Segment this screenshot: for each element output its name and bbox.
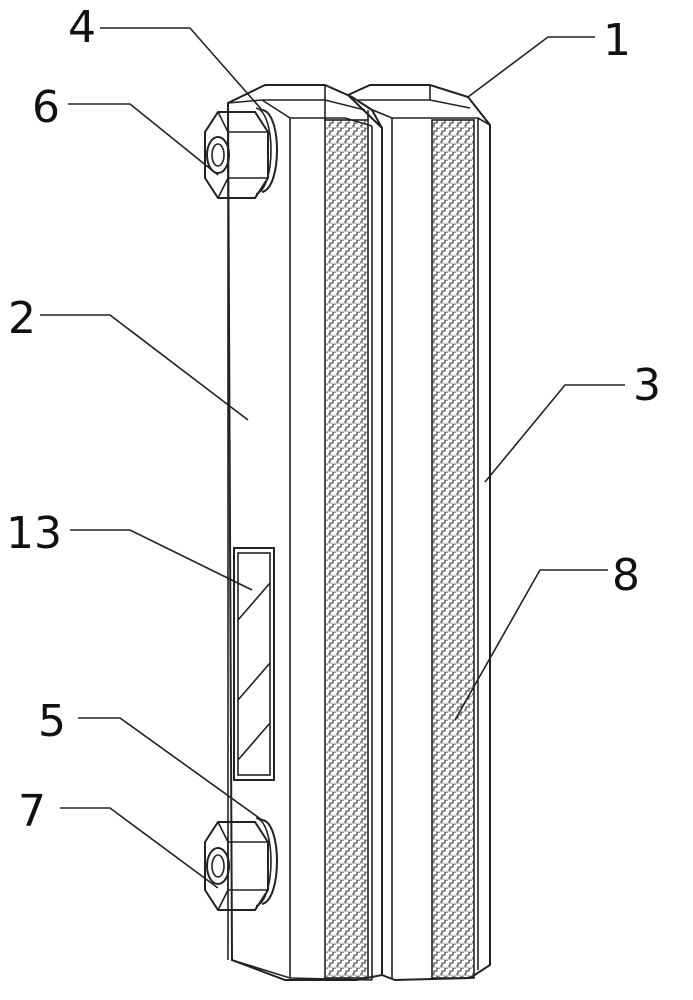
left-heat-strip	[324, 119, 369, 979]
bottom-fitting	[204, 817, 278, 911]
top-fitting	[204, 107, 278, 199]
leader-2	[40, 314, 249, 421]
leader-5	[78, 717, 263, 821]
leader-8	[454, 569, 608, 721]
right-fin-section	[346, 84, 491, 982]
leader-7	[60, 807, 219, 889]
leader-1	[467, 36, 595, 98]
label-5: 5	[38, 696, 66, 747]
label-8: 8	[612, 550, 640, 601]
label-6: 6	[32, 82, 60, 133]
label-13: 13	[6, 508, 62, 559]
leader-13	[70, 529, 253, 591]
label-7: 7	[18, 786, 46, 837]
leader-6	[68, 103, 219, 176]
label-1: 1	[603, 15, 631, 66]
label-2: 2	[8, 293, 36, 344]
leader-lines	[40, 27, 625, 889]
leader-4	[100, 27, 263, 111]
label-4: 4	[68, 2, 96, 53]
sight-window	[233, 547, 275, 781]
label-3: 3	[633, 360, 661, 411]
right-heat-strip	[431, 119, 475, 979]
leader-3	[484, 384, 625, 483]
